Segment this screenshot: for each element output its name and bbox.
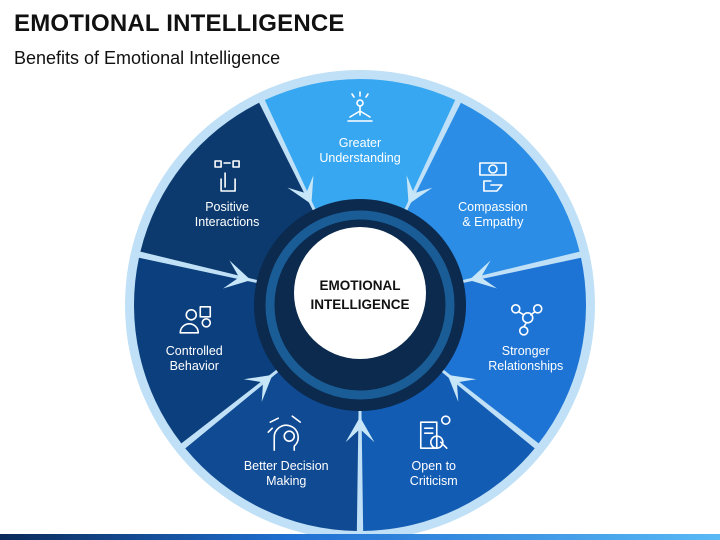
label-compassion-empathy-line1: Compassion xyxy=(458,200,528,214)
segment-compassion-empathy xyxy=(403,102,580,282)
segment-better-decision-making xyxy=(185,367,359,531)
segment-positive-interactions xyxy=(140,102,317,282)
feedback-document-icon xyxy=(419,415,451,449)
arrow-0 xyxy=(287,175,314,205)
segment-stronger-relationships xyxy=(437,257,587,444)
page-title: EMOTIONAL INTELLIGENCE xyxy=(14,10,345,37)
arrow-4 xyxy=(345,417,375,443)
relationship-network-icon xyxy=(510,304,543,336)
arrows-group xyxy=(222,175,498,443)
label-better-decision-making-line1: Better Decision xyxy=(244,459,329,473)
label-open-to-criticism-line1: Open to xyxy=(412,459,457,473)
giving-money-icon xyxy=(479,162,507,192)
meditation-icon xyxy=(347,91,373,122)
center-label-line2: INTELLIGENCE xyxy=(310,297,409,312)
segments-group xyxy=(133,79,587,531)
label-controlled-behavior-line1: Controlled xyxy=(166,344,223,358)
label-stronger-relationships-line2: Relationships xyxy=(488,359,563,373)
segment-controlled-behavior xyxy=(133,257,283,444)
center-label-line1: EMOTIONAL xyxy=(320,278,401,293)
label-stronger-relationships-line1: Stronger xyxy=(502,344,550,358)
arrow-3 xyxy=(447,374,477,402)
label-controlled-behavior-line2: Behavior xyxy=(170,359,219,373)
arrow-2 xyxy=(469,260,498,289)
label-greater-understanding-line2: Understanding xyxy=(319,151,400,165)
label-positive-interactions-line2: Interactions xyxy=(195,215,260,229)
label-positive-interactions-line1: Positive xyxy=(205,200,249,214)
arrow-5 xyxy=(243,374,273,402)
label-better-decision-making-line2: Making xyxy=(266,474,306,488)
segment-open-to-criticism xyxy=(361,367,535,531)
label-open-to-criticism-line2: Criticism xyxy=(410,474,458,488)
controlled-person-icon xyxy=(179,306,212,334)
label-compassion-empathy-line2: & Empathy xyxy=(462,215,524,229)
arrow-6 xyxy=(222,260,251,289)
inner-ring-band xyxy=(265,210,455,400)
center-circle xyxy=(294,227,426,359)
page-subtitle: Benefits of Emotional Intelligence xyxy=(14,48,281,68)
decision-head-icon xyxy=(267,415,302,451)
bottom-accent-bar xyxy=(0,534,720,540)
label-greater-understanding-line1: Greater xyxy=(339,136,381,150)
touch-interaction-icon xyxy=(214,160,240,192)
arrow-1 xyxy=(406,175,433,205)
